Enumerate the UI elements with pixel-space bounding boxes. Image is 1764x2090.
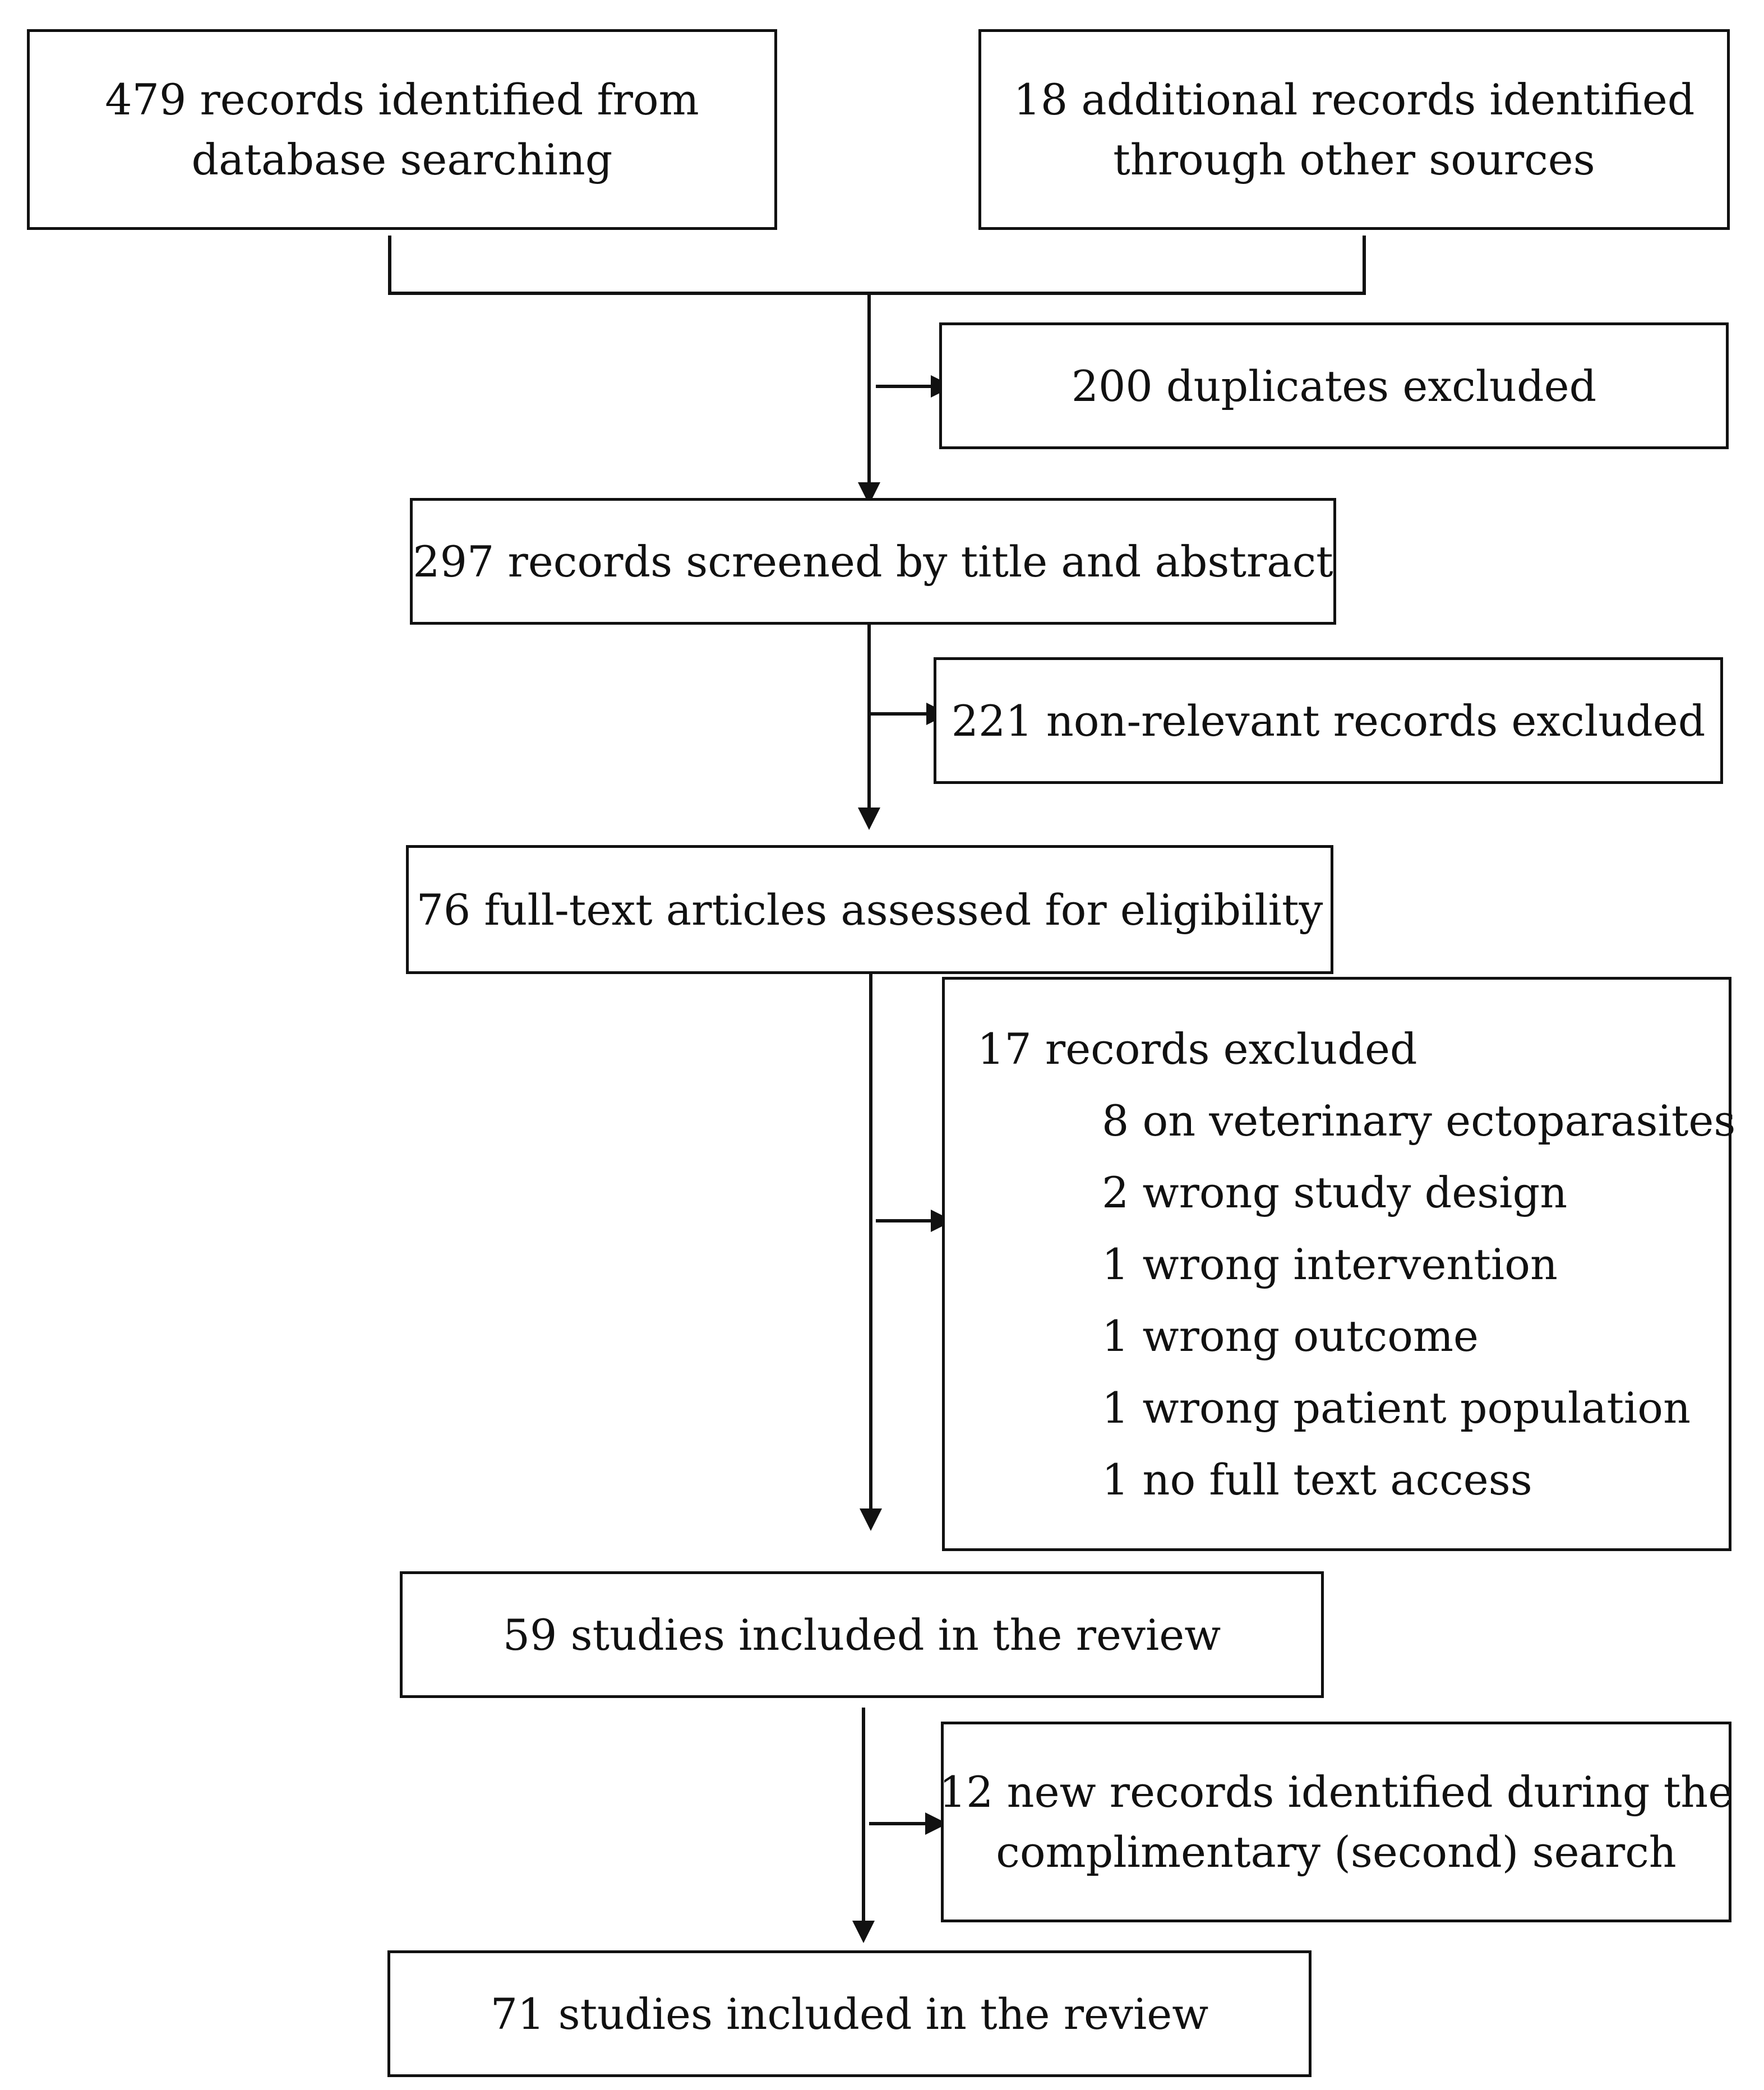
other-sources-line-1: 18 additional records identified [1013, 75, 1695, 124]
screened-records-box: 297 records screened by title and abstra… [410, 498, 1336, 625]
duplicates-excluded-box: 200 duplicates excluded [939, 322, 1729, 449]
main-arrowhead-3 [860, 1508, 882, 1531]
duplicates-excluded-text: 200 duplicates excluded [1071, 361, 1597, 411]
non-relevant-excluded-box: 221 non-relevant records excluded [934, 657, 1723, 784]
excluded-records-title: 17 records excluded [977, 1024, 1417, 1074]
exclusion-reason: 1 wrong patient population [1102, 1383, 1691, 1433]
database-records-line-2: database searching [191, 135, 613, 184]
exclusion-reason: 1 wrong outcome [1102, 1311, 1479, 1361]
excluded-records-box: 17 records excluded 8 on veterinary ecto… [942, 977, 1735, 1551]
non-relevant-excluded-text: 221 non-relevant records excluded [951, 695, 1706, 746]
other-sources-box: 18 additional records identified through… [978, 29, 1730, 230]
main-arrowhead-4 [852, 1921, 875, 1943]
main-arrowhead-2 [858, 808, 880, 830]
database-records-line-1: 479 records identified from [105, 75, 699, 124]
included-studies-first-text: 59 studies included in the review [502, 1609, 1221, 1660]
included-studies-first-box: 59 studies included in the review [400, 1571, 1324, 1698]
second-search-box: 12 new records identified during the com… [939, 1722, 1734, 1922]
full-text-assessed-text: 76 full-text articles assessed for eligi… [416, 884, 1323, 935]
database-records-box: 479 records identified from database sea… [27, 29, 777, 230]
full-text-assessed-box: 76 full-text articles assessed for eligi… [406, 845, 1333, 974]
exclusion-reason: 8 on veterinary ectoparasites [1102, 1096, 1736, 1146]
included-studies-final-text: 71 studies included in the review [490, 1989, 1209, 2039]
exclusion-reason: 1 no full text access [1102, 1455, 1532, 1505]
exclusion-reason: 2 wrong study design [1102, 1168, 1568, 1217]
other-sources-line-2: through other sources [1113, 135, 1595, 184]
exclusion-reason: 1 wrong intervention [1102, 1239, 1558, 1289]
side-arrowhead-second-search [925, 1812, 948, 1835]
main-arrowhead-1 [858, 482, 880, 505]
included-studies-final-box: 71 studies included in the review [387, 1950, 1312, 2077]
second-search-line-1: 12 new records identified during the [939, 1767, 1734, 1817]
screened-records-text: 297 records screened by title and abstra… [413, 536, 1333, 587]
second-search-line-2: complimentary (second) search [996, 1827, 1677, 1877]
